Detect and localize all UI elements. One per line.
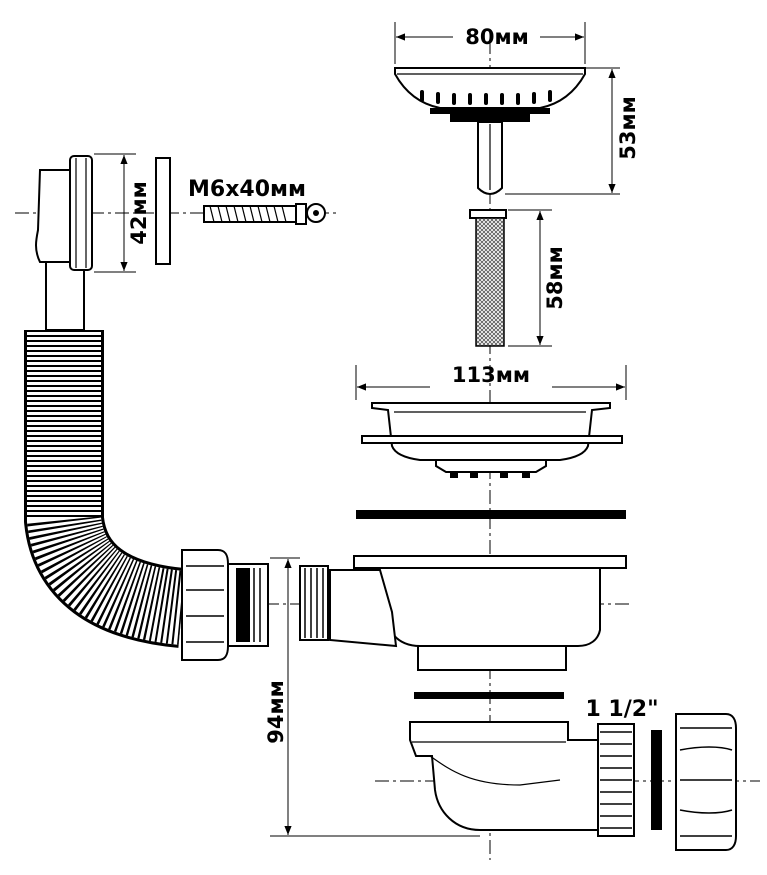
- label-bolt-length: 58мм: [543, 246, 567, 310]
- dim-trap-height: 94мм: [264, 557, 480, 837]
- label-strainer-height: 53мм: [616, 96, 640, 160]
- center-lines: [15, 40, 760, 860]
- label-flange-width: 113мм: [452, 363, 530, 387]
- strainer-basket: [394, 67, 586, 195]
- gasket-lower: [414, 692, 564, 699]
- dim-bolt-length: 58мм: [508, 209, 567, 347]
- label-strainer-width: 80мм: [465, 25, 529, 49]
- gasket-upper: [356, 510, 626, 519]
- sink-flange: [361, 402, 623, 478]
- label-thread-size: 1 1/2": [585, 697, 658, 722]
- label-bolt-spec: M6x40мм: [188, 177, 306, 202]
- dim-strainer-height: 53мм: [505, 67, 640, 195]
- overflow-hose: [23, 155, 187, 648]
- label-outlet-height: 42мм: [127, 181, 151, 245]
- bolt-long: [469, 209, 507, 347]
- label-trap-height: 94мм: [264, 680, 288, 744]
- hose-coupling-nut: [181, 549, 269, 661]
- dim-outlet-height: 42мм: [94, 153, 151, 273]
- bottle-trap: [409, 713, 737, 851]
- dim-flange-width: 113мм: [355, 363, 627, 400]
- drain-body: [299, 555, 627, 671]
- dim-strainer-width: 80мм: [394, 22, 586, 64]
- overflow-cap-parts: [155, 157, 326, 265]
